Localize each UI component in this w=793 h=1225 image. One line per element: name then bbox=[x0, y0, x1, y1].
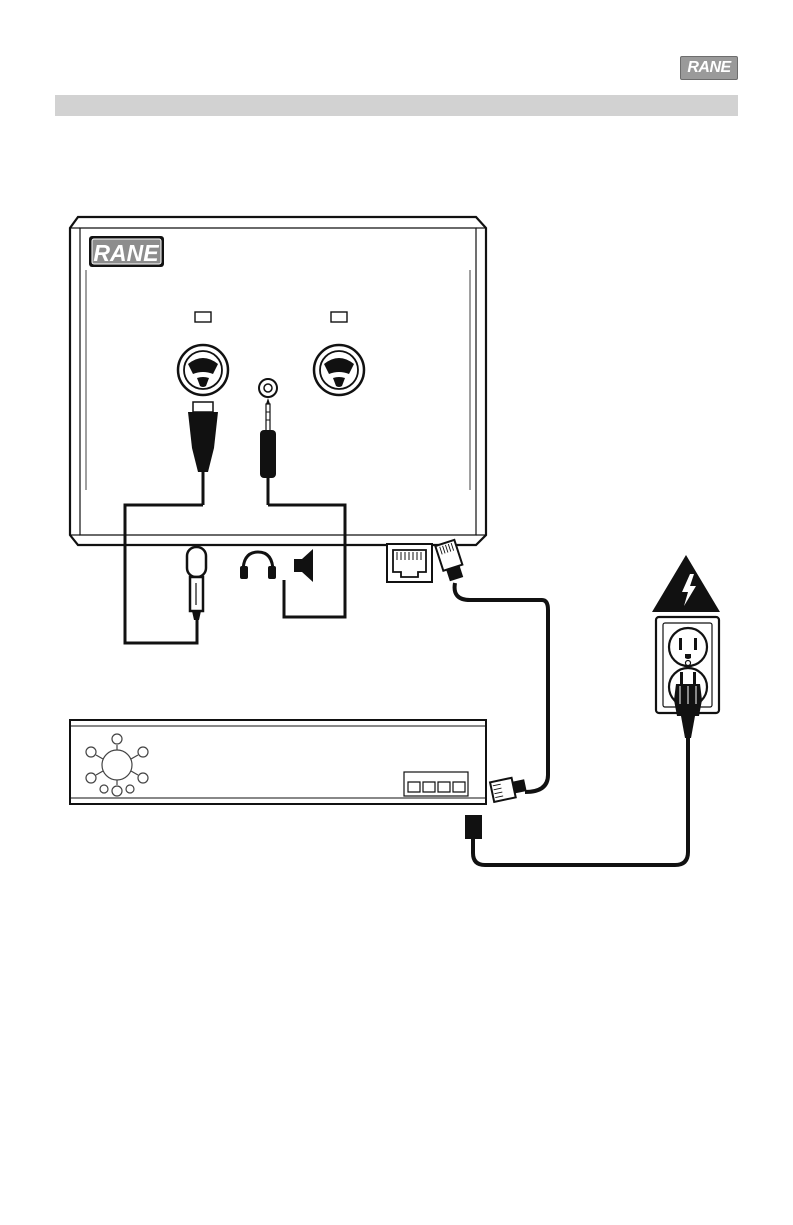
signal-led-2 bbox=[331, 312, 347, 322]
headphones-icon bbox=[240, 552, 276, 579]
speaker-icon bbox=[294, 549, 313, 582]
ethernet-plug-icon bbox=[490, 775, 527, 802]
combo-jack-icon[interactable] bbox=[178, 345, 228, 395]
device-logo: RANE bbox=[89, 236, 164, 267]
device-logo-text: RANE bbox=[93, 240, 159, 266]
microphone-icon bbox=[187, 547, 206, 620]
headphone-jack-icon[interactable] bbox=[259, 379, 277, 397]
signal-led-1 bbox=[195, 312, 211, 322]
warning-triangle-icon bbox=[652, 555, 720, 612]
ethernet-port-icon[interactable] bbox=[387, 544, 432, 582]
power-cable bbox=[473, 738, 688, 865]
combo-jack-icon[interactable] bbox=[314, 345, 364, 395]
ethernet-plug-icon bbox=[435, 540, 466, 582]
network-switch-icon bbox=[70, 720, 486, 804]
power-adapter-icon bbox=[465, 815, 482, 839]
